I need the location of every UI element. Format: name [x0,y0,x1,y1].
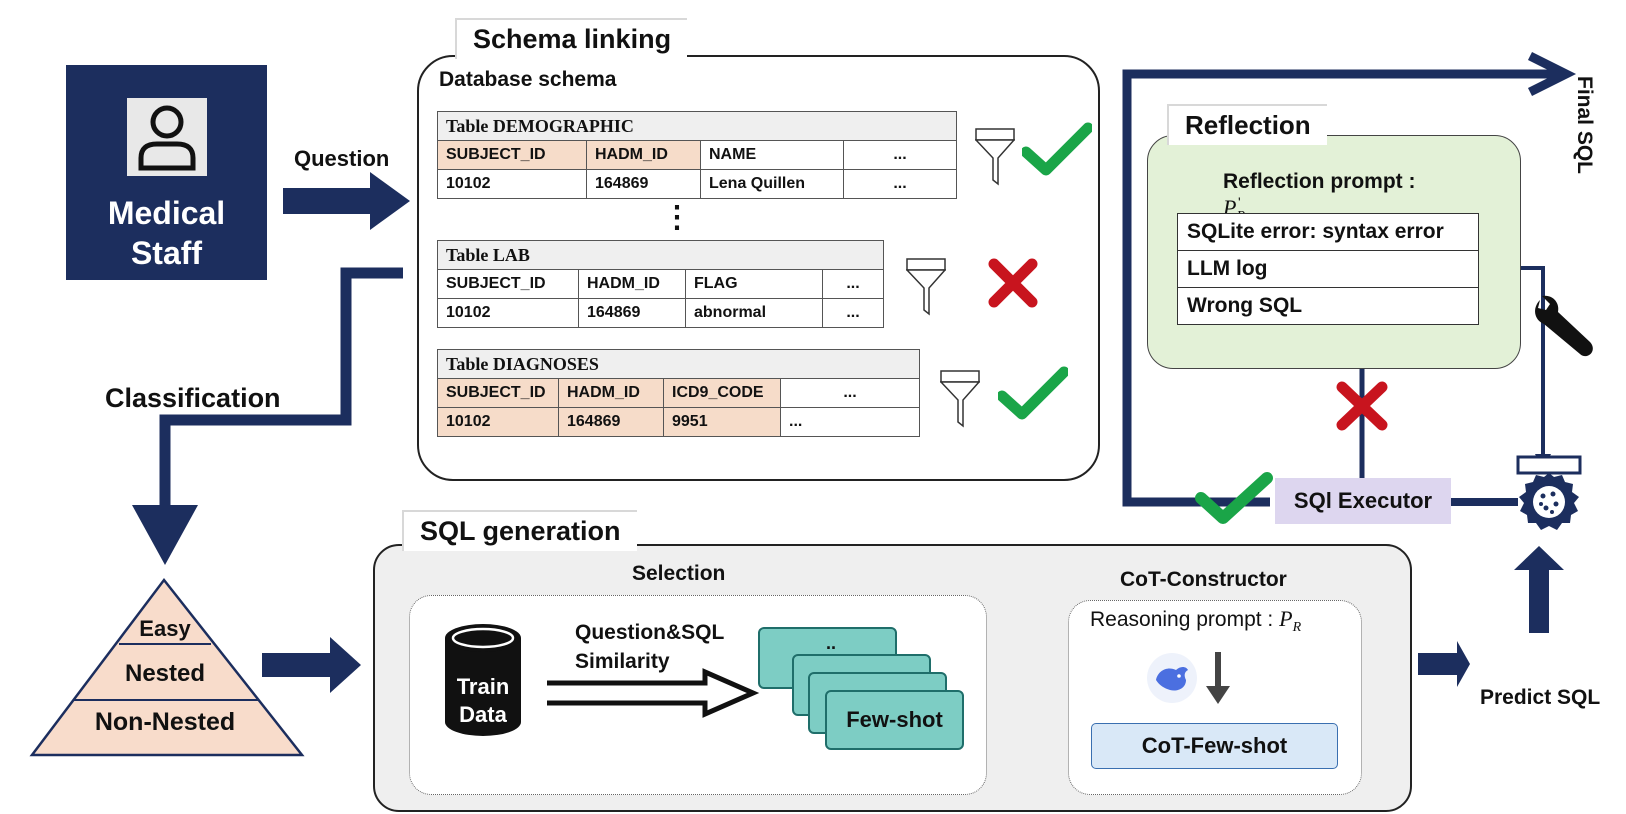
cot-constructor-title: CoT-Constructor [1120,568,1287,591]
table-cell: abnormal [685,298,823,328]
column-header: SUBJECT_ID [437,140,587,170]
staff-line-1: Medical [107,195,226,231]
similarity-line-2: Similarity [575,650,670,673]
more-tables-ellipsis: ⋮ [662,201,692,234]
sql-generation-title: SQL generation [402,510,637,551]
reasoning-prompt: Reasoning prompt : PR [1090,606,1301,636]
table-cell: 164869 [586,169,701,199]
column-header: SUBJECT_ID [437,378,559,408]
column-header: ... [822,269,884,299]
to-predict-arrow [1418,641,1470,687]
table-cell: Lena Quillen [700,169,844,199]
sql-executor-box: SQl Executor [1275,478,1451,524]
reasoning-prompt-sub: R [1292,620,1302,636]
staff-line-2: Staff [130,235,203,271]
question-arrow [283,172,410,230]
filter-icon [906,258,946,316]
check-icon [998,366,1068,420]
reflection-prompt-box: SQLite error: syntax error LLM log Wrong… [1177,213,1479,325]
check-icon [1022,122,1092,176]
table-cell: ... [822,298,884,328]
similarity-line-1: Question&SQL [575,621,725,644]
question-label: Question [294,146,390,171]
down-arrow-icon [1206,652,1230,704]
cot-few-shot-box: CoT-Few-shot [1091,723,1338,769]
reasoning-prompt-label: Reasoning prompt : [1090,608,1280,631]
table-cell: 164869 [578,298,686,328]
llm-log-item: LLM log [1178,251,1478,288]
table-lab: Table LAB SUBJECT_ID HADM_ID FLAG ... 10… [437,240,884,328]
table-cell: ... [843,169,957,199]
filter-icon [940,370,980,428]
table-diagnoses: Table DIAGNOSES SUBJECT_ID HADM_ID ICD9_… [437,349,920,437]
similarity-label: Question&SQL Similarity [575,618,724,676]
database-icon [445,624,521,736]
database-schema-label: Database schema [439,68,617,91]
table-cell: 10102 [437,298,579,328]
filter-icon [975,128,1015,186]
reflection-prompt-sup: ' [1238,194,1241,210]
train-data-line-2: Data [459,702,507,727]
check-icon [1195,472,1273,524]
table-cell: 10102 [437,169,587,199]
classification-path [159,267,403,510]
wrench-icon [1535,295,1593,357]
pyramid-nested: Nested [124,660,206,687]
column-header: HADM_ID [578,269,686,299]
final-sql-label: Final SQL [1573,76,1596,175]
card-dots: .. [826,633,837,653]
column-header: HADM_ID [558,378,664,408]
pyramid-easy: Easy [139,616,191,641]
column-header: ... [780,378,920,408]
column-header: FLAG [685,269,823,299]
cross-icon [1336,381,1388,431]
gear-icon [1516,455,1582,530]
reflection-prompt-label: Reflection prompt : [1223,170,1416,193]
column-header: ... [843,140,957,170]
similarity-arrow [547,668,760,718]
person-icon [127,98,207,176]
pyramid-non-nested: Non-Nested [94,708,236,736]
sqlite-error-item: SQLite error: syntax error [1178,214,1478,251]
table-cell: ... [780,407,920,437]
table-caption: Table DEMOGRAPHIC [437,111,957,141]
column-header: ICD9_CODE [663,378,781,408]
llm-logo-icon [1147,653,1197,703]
table-cell: 164869 [558,407,664,437]
table-cell: 10102 [437,407,559,437]
cross-icon [988,258,1038,308]
pyramid [29,577,305,757]
reflection-title: Reflection [1167,104,1327,145]
predict-sql-label: Predict SQL [1480,686,1601,709]
table-caption: Table DIAGNOSES [437,349,920,379]
schema-linking-title: Schema linking [455,18,688,59]
selection-label: Selection [632,562,726,585]
table-demographic: Table DEMOGRAPHIC SUBJECT_ID HADM_ID NAM… [437,111,957,199]
to-generation-arrow [262,637,361,693]
train-data-label: Train Data [443,673,523,729]
medical-staff-label: Medical Staff [66,193,267,273]
table-caption: Table LAB [437,240,884,270]
train-data-line-1: Train [456,674,510,699]
predict-up-arrow [1514,546,1564,633]
classification-label: Classification [105,383,281,413]
table-cell: 9951 [663,407,781,437]
reasoning-prompt-symbol: P [1279,606,1293,631]
classification-arrowhead [132,505,198,565]
column-header: HADM_ID [586,140,701,170]
column-header: NAME [700,140,844,170]
few-shot-card: Few-shot [825,690,964,750]
final-sql-arrowhead [1527,51,1577,97]
medical-staff-box: Medical Staff [66,65,267,280]
wrong-sql-item: Wrong SQL [1187,294,1303,317]
column-header: SUBJECT_ID [437,269,579,299]
